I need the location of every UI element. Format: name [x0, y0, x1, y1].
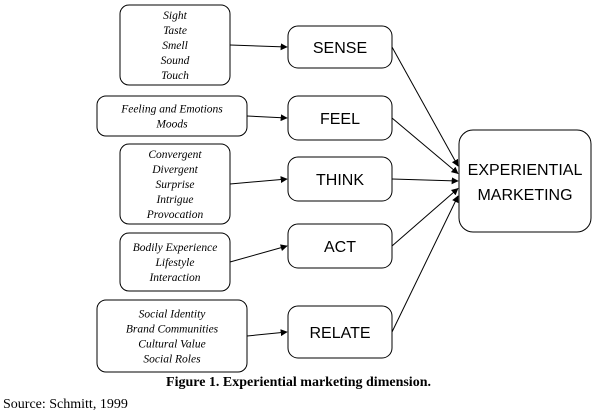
arrow-to-act [229, 244, 288, 263]
source-note: Source: Schmitt, 1999 [3, 397, 128, 412]
arrow-feel-to-target [391, 117, 459, 174]
dimension-label-sense: SENSE [313, 40, 367, 57]
source-item: Sound [161, 55, 190, 67]
target-box: EXPERIENTIAL MARKETING [458, 129, 592, 233]
source-item: Convergent [148, 149, 202, 161]
source-item: Cultural Value [138, 339, 205, 351]
source-item: Interaction [148, 272, 200, 284]
source-box-think: ConvergentDivergentSurpriseIntrigueProvo… [119, 143, 231, 225]
dimension-box-think: THINK [287, 156, 393, 202]
dimension-label-feel: FEEL [320, 111, 360, 128]
figure-caption: Figure 1. Experiential marketing dimensi… [166, 375, 431, 390]
source-item: Provocation [146, 209, 204, 221]
arrow-to-sense [229, 43, 288, 51]
arrow-relate-to-target [391, 195, 459, 333]
arrow-think-to-target [391, 177, 459, 185]
source-item: Social Identity [139, 309, 207, 321]
arrow-act-to-target [391, 188, 459, 247]
source-item: Bodily Experience [133, 242, 218, 254]
source-item: Taste [163, 25, 187, 37]
source-item: Moods [155, 119, 188, 131]
source-item: Intrigue [155, 194, 193, 206]
target-label-line2: MARKETING [477, 187, 572, 204]
source-item: Lifestyle [155, 257, 195, 269]
arrow-to-feel [246, 114, 288, 122]
dimension-box-act: ACT [287, 223, 393, 269]
arrow-sense-to-target [391, 46, 459, 167]
dimension-label-act: ACT [324, 239, 356, 256]
dimension-label-think: THINK [316, 172, 364, 189]
dimension-box-feel: FEEL [287, 95, 393, 141]
source-item: Social Roles [143, 354, 201, 366]
source-item: Smell [162, 40, 188, 52]
source-item: Surprise [156, 179, 195, 191]
source-item: Divergent [151, 164, 198, 176]
arrow-to-think [229, 176, 288, 185]
target-label-line1: EXPERIENTIAL [468, 162, 583, 179]
source-item: Brand Communities [126, 324, 219, 336]
source-item: Feeling and Emotions [120, 104, 223, 116]
source-item: Touch [161, 70, 189, 82]
source-item: Sight [163, 10, 187, 22]
dimension-label-relate: RELATE [309, 325, 370, 342]
dimension-box-relate: RELATE [287, 305, 393, 359]
dimension-box-sense: SENSE [287, 25, 393, 69]
arrow-to-relate [246, 329, 288, 337]
